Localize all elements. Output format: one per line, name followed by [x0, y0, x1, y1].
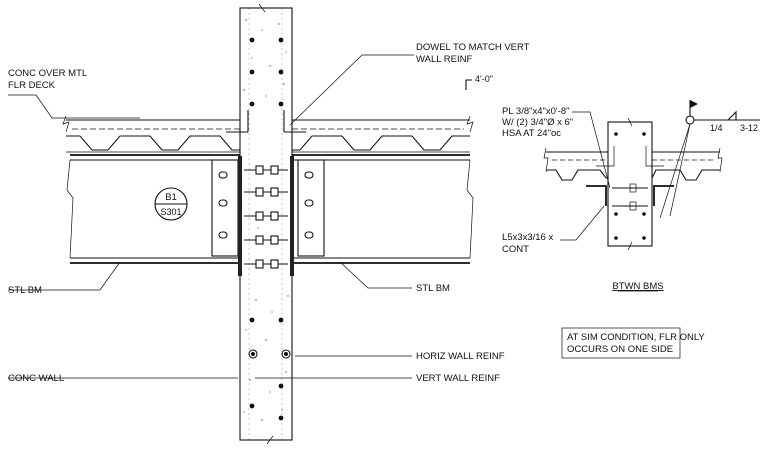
note-box: AT SIM CONDITION, FLR ONLY OCCURS ON ONE…: [561, 327, 707, 359]
label-plate: PL 3/8"x4"x0'-8" W/ (2) 3/4"Ø x 6" HSA A…: [502, 106, 576, 139]
label-btwn-bms: BTWN BMS: [612, 281, 663, 292]
weld-symbol: [659, 100, 760, 219]
break-mark: [62, 115, 70, 133]
label-conc-over-mtl: CONC OVER MTL FLR DECK: [8, 68, 89, 91]
label-dowel: DOWEL TO MATCH VERT WALL REINF: [416, 42, 532, 65]
detail-tag-bottom: S301: [160, 207, 181, 217]
detail-reference-tag: B1 S301: [154, 187, 188, 221]
dimension-mark: 4'-0": [465, 74, 493, 90]
shear-plate-right: [290, 156, 325, 276]
label-weld-left: 1/4: [710, 123, 723, 133]
horiz-rebar-marker: [248, 349, 258, 359]
btwn-beams-detail: 1/4 3-12: [543, 100, 760, 251]
label-weld-right: 3-12: [740, 123, 758, 133]
label-dim-4ft: 4'-0": [475, 74, 493, 84]
leader-lines: [8, 54, 414, 379]
concrete-hatch: [243, 19, 289, 421]
dowels: [226, 110, 306, 133]
label-stl-bm-left: STL BM: [8, 285, 42, 296]
shear-plate-left: [211, 156, 242, 276]
label-conc-wall: CONC WALL: [8, 373, 64, 384]
vert-rebar-marker: [281, 349, 291, 359]
vertical-reinforcement: [249, 37, 284, 421]
label-angle: L5x3x3/16 x CONT: [502, 232, 556, 255]
break-mark: [466, 115, 474, 133]
label-stl-bm-right: STL BM: [416, 283, 450, 294]
floor-deck-right: [292, 115, 474, 153]
note-text: AT SIM CONDITION, FLR ONLY OCCURS ON ONE…: [567, 332, 707, 355]
steel-beam-right: [292, 154, 474, 264]
detail-tag-top: B1: [165, 192, 177, 203]
floor-deck-left: [62, 115, 240, 153]
label-horiz-wall-reinf: HORIZ WALL REINF: [416, 351, 505, 362]
label-vert-wall-reinf: VERT WALL REINF: [416, 373, 500, 384]
wall-anchors: [244, 165, 288, 269]
steel-beam-left: [66, 154, 240, 264]
